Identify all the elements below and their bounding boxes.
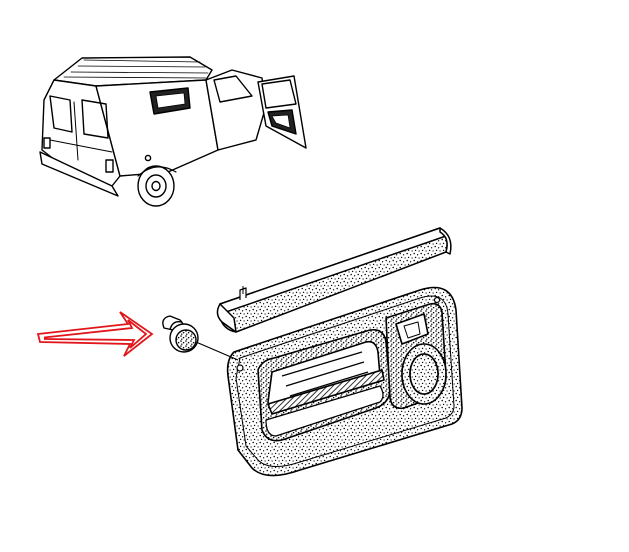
red-outline-arrow-icon (36, 311, 154, 357)
van-with-open-door-icon (39, 56, 307, 207)
door-panel-icon (226, 286, 463, 477)
trim-strip-icon (216, 227, 452, 333)
push-clip-icon (162, 315, 239, 361)
